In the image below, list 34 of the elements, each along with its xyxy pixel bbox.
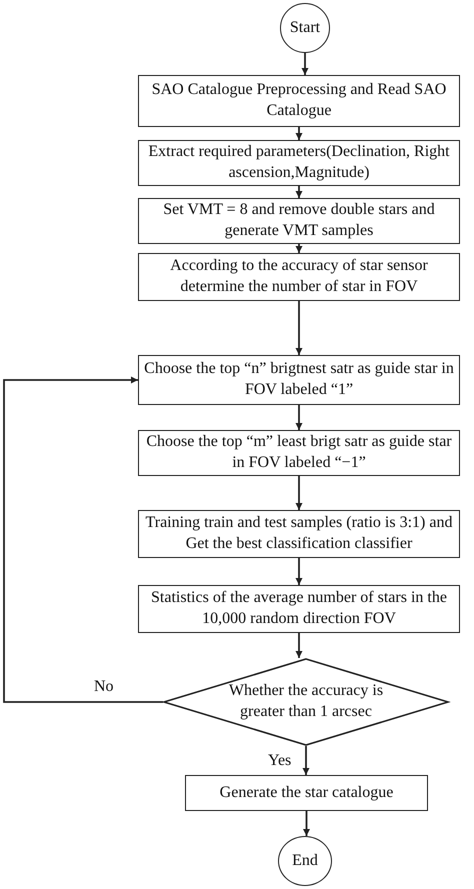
arrow [296, 633, 302, 658]
arrow [302, 53, 308, 75]
step-text: SAO Catalogue Preprocessing and Read SAO Catalogue [150, 80, 448, 121]
arrow [296, 558, 302, 585]
arrow [303, 811, 310, 836]
step-text: Choose the top “m” least brigt satr as guide star in FOV labeled “−1” [145, 432, 453, 473]
process-box [138, 510, 460, 558]
step-text: Choose the top “n” brigtnest satr as guide star in FOV labeled “1” [143, 359, 455, 400]
process-box [138, 75, 460, 127]
process-box [138, 198, 460, 244]
arrow [296, 244, 302, 253]
process-box [138, 140, 460, 186]
arrow [296, 186, 302, 198]
step-text: Training train and test samples (ratio is 3:1) and Get the best classification classifier [144, 513, 454, 554]
step-text: Set VMT = 8 and remove double stars and generate VMT samples [162, 200, 436, 241]
step-text: According to the accuracy of star sensor determine the number of star in FOV [169, 256, 429, 297]
step-text: End [292, 850, 318, 871]
step-text: Start [290, 18, 320, 38]
step-text: Statistics of the average number of stars in the 10,000 random direction FOV [150, 588, 448, 629]
arrow [296, 476, 302, 510]
decision-diamond [163, 658, 449, 746]
arrow [296, 127, 302, 140]
arrow [302, 746, 310, 775]
process-box [138, 585, 460, 633]
process-box [138, 253, 460, 301]
step-text: Generate the star catalogue [220, 782, 394, 803]
terminal-circle [278, 836, 332, 886]
arrow [3, 376, 163, 703]
arrow [296, 405, 302, 430]
arrow [296, 301, 302, 355]
step-text: Whether the accuracy is greater than 1 arcsec [228, 681, 384, 722]
terminal-circle [280, 3, 330, 53]
process-box [185, 775, 428, 811]
step-text: Extract required parameters(Declination, Right ascension,Magnitude) [147, 142, 451, 183]
